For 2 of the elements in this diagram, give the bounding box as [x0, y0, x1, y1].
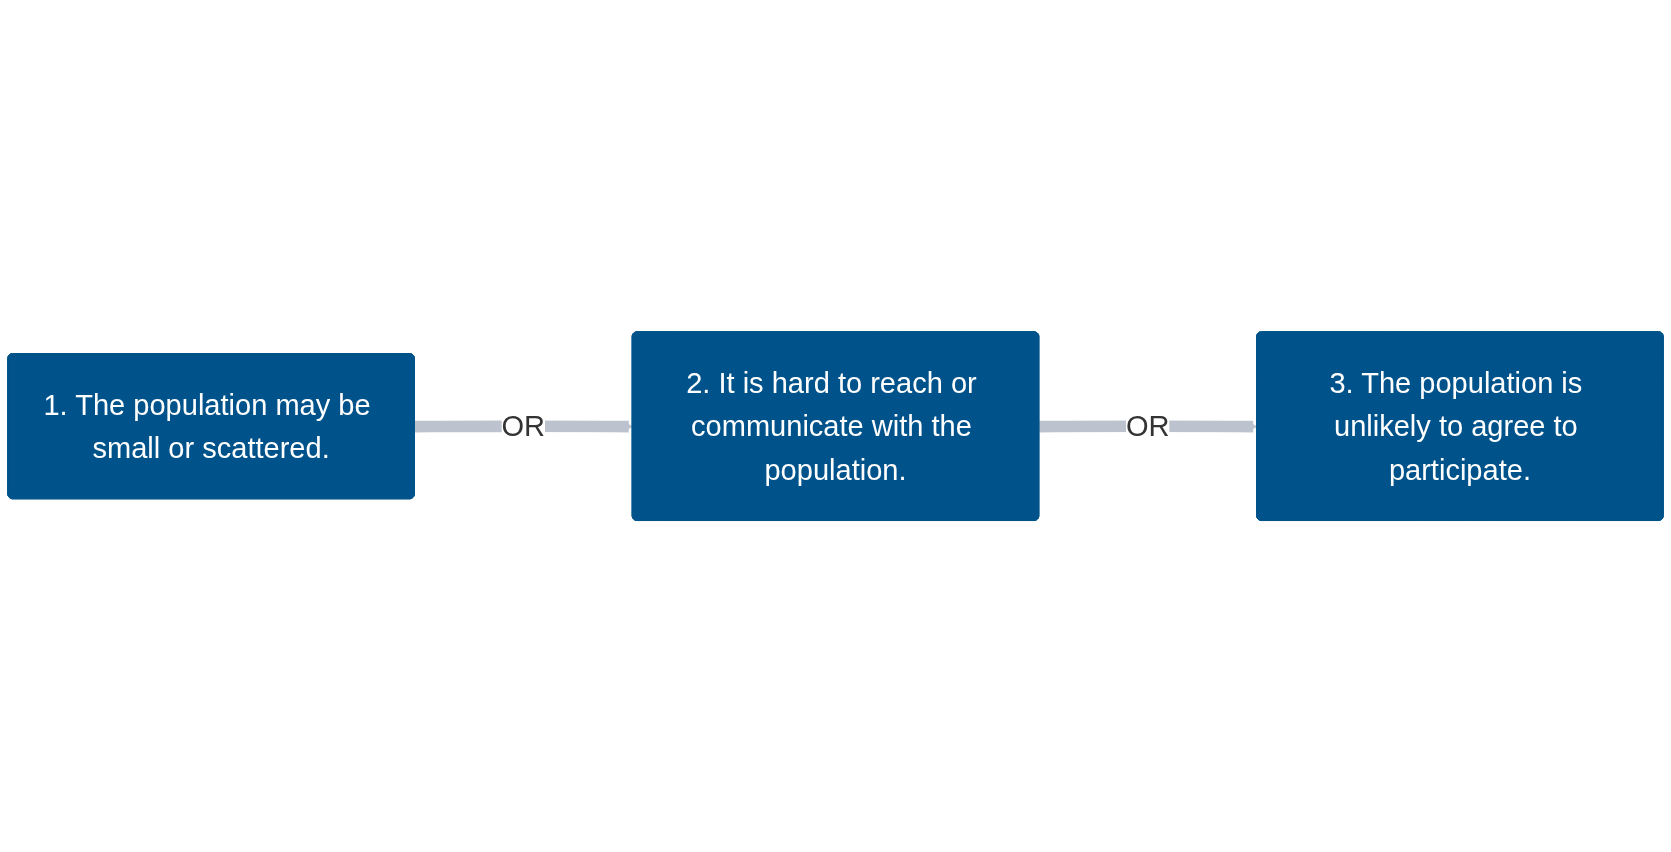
edge-label: OR [501, 410, 546, 442]
edge-label: OR [1125, 410, 1170, 442]
